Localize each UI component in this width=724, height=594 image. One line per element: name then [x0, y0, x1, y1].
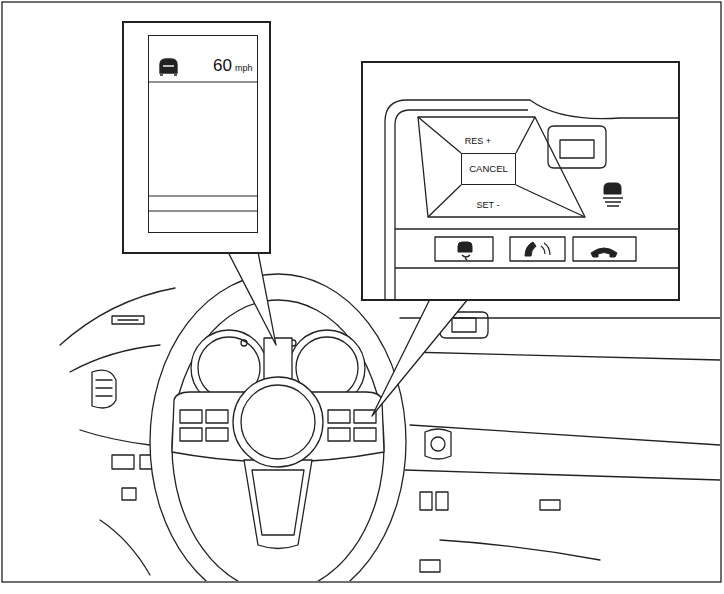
switch-icons [603, 198, 623, 206]
cruise-icon [160, 59, 177, 73]
dashboard [118, 319, 138, 320]
switch-panel [435, 237, 493, 261]
dashboard [80, 430, 150, 445]
dashboard [452, 318, 476, 332]
switch-icons [458, 242, 472, 252]
dashboard [92, 370, 116, 408]
cruise-icon [160, 74, 177, 75]
dashboard [60, 288, 175, 345]
switch-button: CANCEL [461, 153, 516, 185]
switch-panel [395, 267, 679, 268]
callout-frame [123, 22, 270, 253]
dashboard [100, 520, 150, 575]
speed-value: 60 [213, 56, 232, 75]
dashboard [408, 352, 720, 360]
speed-unit: mph [235, 63, 253, 73]
dashboard [96, 380, 112, 396]
callout-pointer [372, 299, 468, 416]
button-text: RES + [465, 136, 491, 146]
dashboard [405, 470, 720, 480]
cruise-icon [163, 65, 174, 66]
switch-panel [395, 110, 528, 300]
switch-panel [560, 140, 594, 158]
steering-wheel [241, 385, 315, 459]
dashboard [425, 429, 451, 459]
callout-frame [123, 22, 679, 300]
dashboard [431, 437, 445, 451]
button-text: SET - [477, 200, 500, 210]
switch-panel [548, 126, 606, 168]
switch-icons [458, 183, 623, 260]
display-lines [149, 82, 257, 211]
switch-panel [385, 100, 679, 300]
dashboard [70, 345, 160, 372]
steering-wheel [150, 274, 406, 581]
display-lines [149, 81, 257, 82]
steering-wheel [233, 377, 323, 467]
switch-icons [462, 255, 470, 260]
switch-icons [541, 243, 550, 255]
dashboard [420, 560, 440, 572]
switch-panel [418, 117, 585, 217]
switch-label: SET - [475, 194, 502, 206]
switch-icons [591, 248, 617, 257]
switch-panel [418, 117, 585, 217]
switch-panel [385, 100, 679, 300]
switch-icons [525, 242, 536, 256]
figure-frame [2, 2, 721, 582]
dashboard [112, 316, 144, 324]
display-lines [149, 210, 257, 211]
display-lines [149, 195, 257, 196]
dashboard [122, 488, 136, 500]
switch-panel [573, 237, 636, 261]
steering-wheel [180, 410, 228, 441]
steering-wheel [150, 274, 406, 581]
switch-icons [604, 183, 621, 194]
steering-wheel [241, 340, 247, 346]
cruise-icon [160, 59, 177, 75]
callout-pointer [228, 252, 276, 345]
steering-wheel [252, 470, 304, 535]
dashboard [420, 492, 448, 510]
callout-frame [362, 62, 679, 300]
dashboard [440, 540, 600, 560]
steering-illustration [60, 274, 720, 581]
dashboard [410, 425, 720, 445]
switch-label: RES + [463, 130, 494, 142]
steering-wheel [244, 460, 312, 549]
display-screen: 60mph [148, 35, 258, 233]
steering-wheel [328, 410, 376, 441]
steering-wheel [172, 300, 384, 581]
switch-panel [395, 228, 679, 229]
dashboard [540, 500, 560, 510]
button-text: CANCEL [469, 164, 508, 175]
switch-panel [510, 237, 565, 261]
